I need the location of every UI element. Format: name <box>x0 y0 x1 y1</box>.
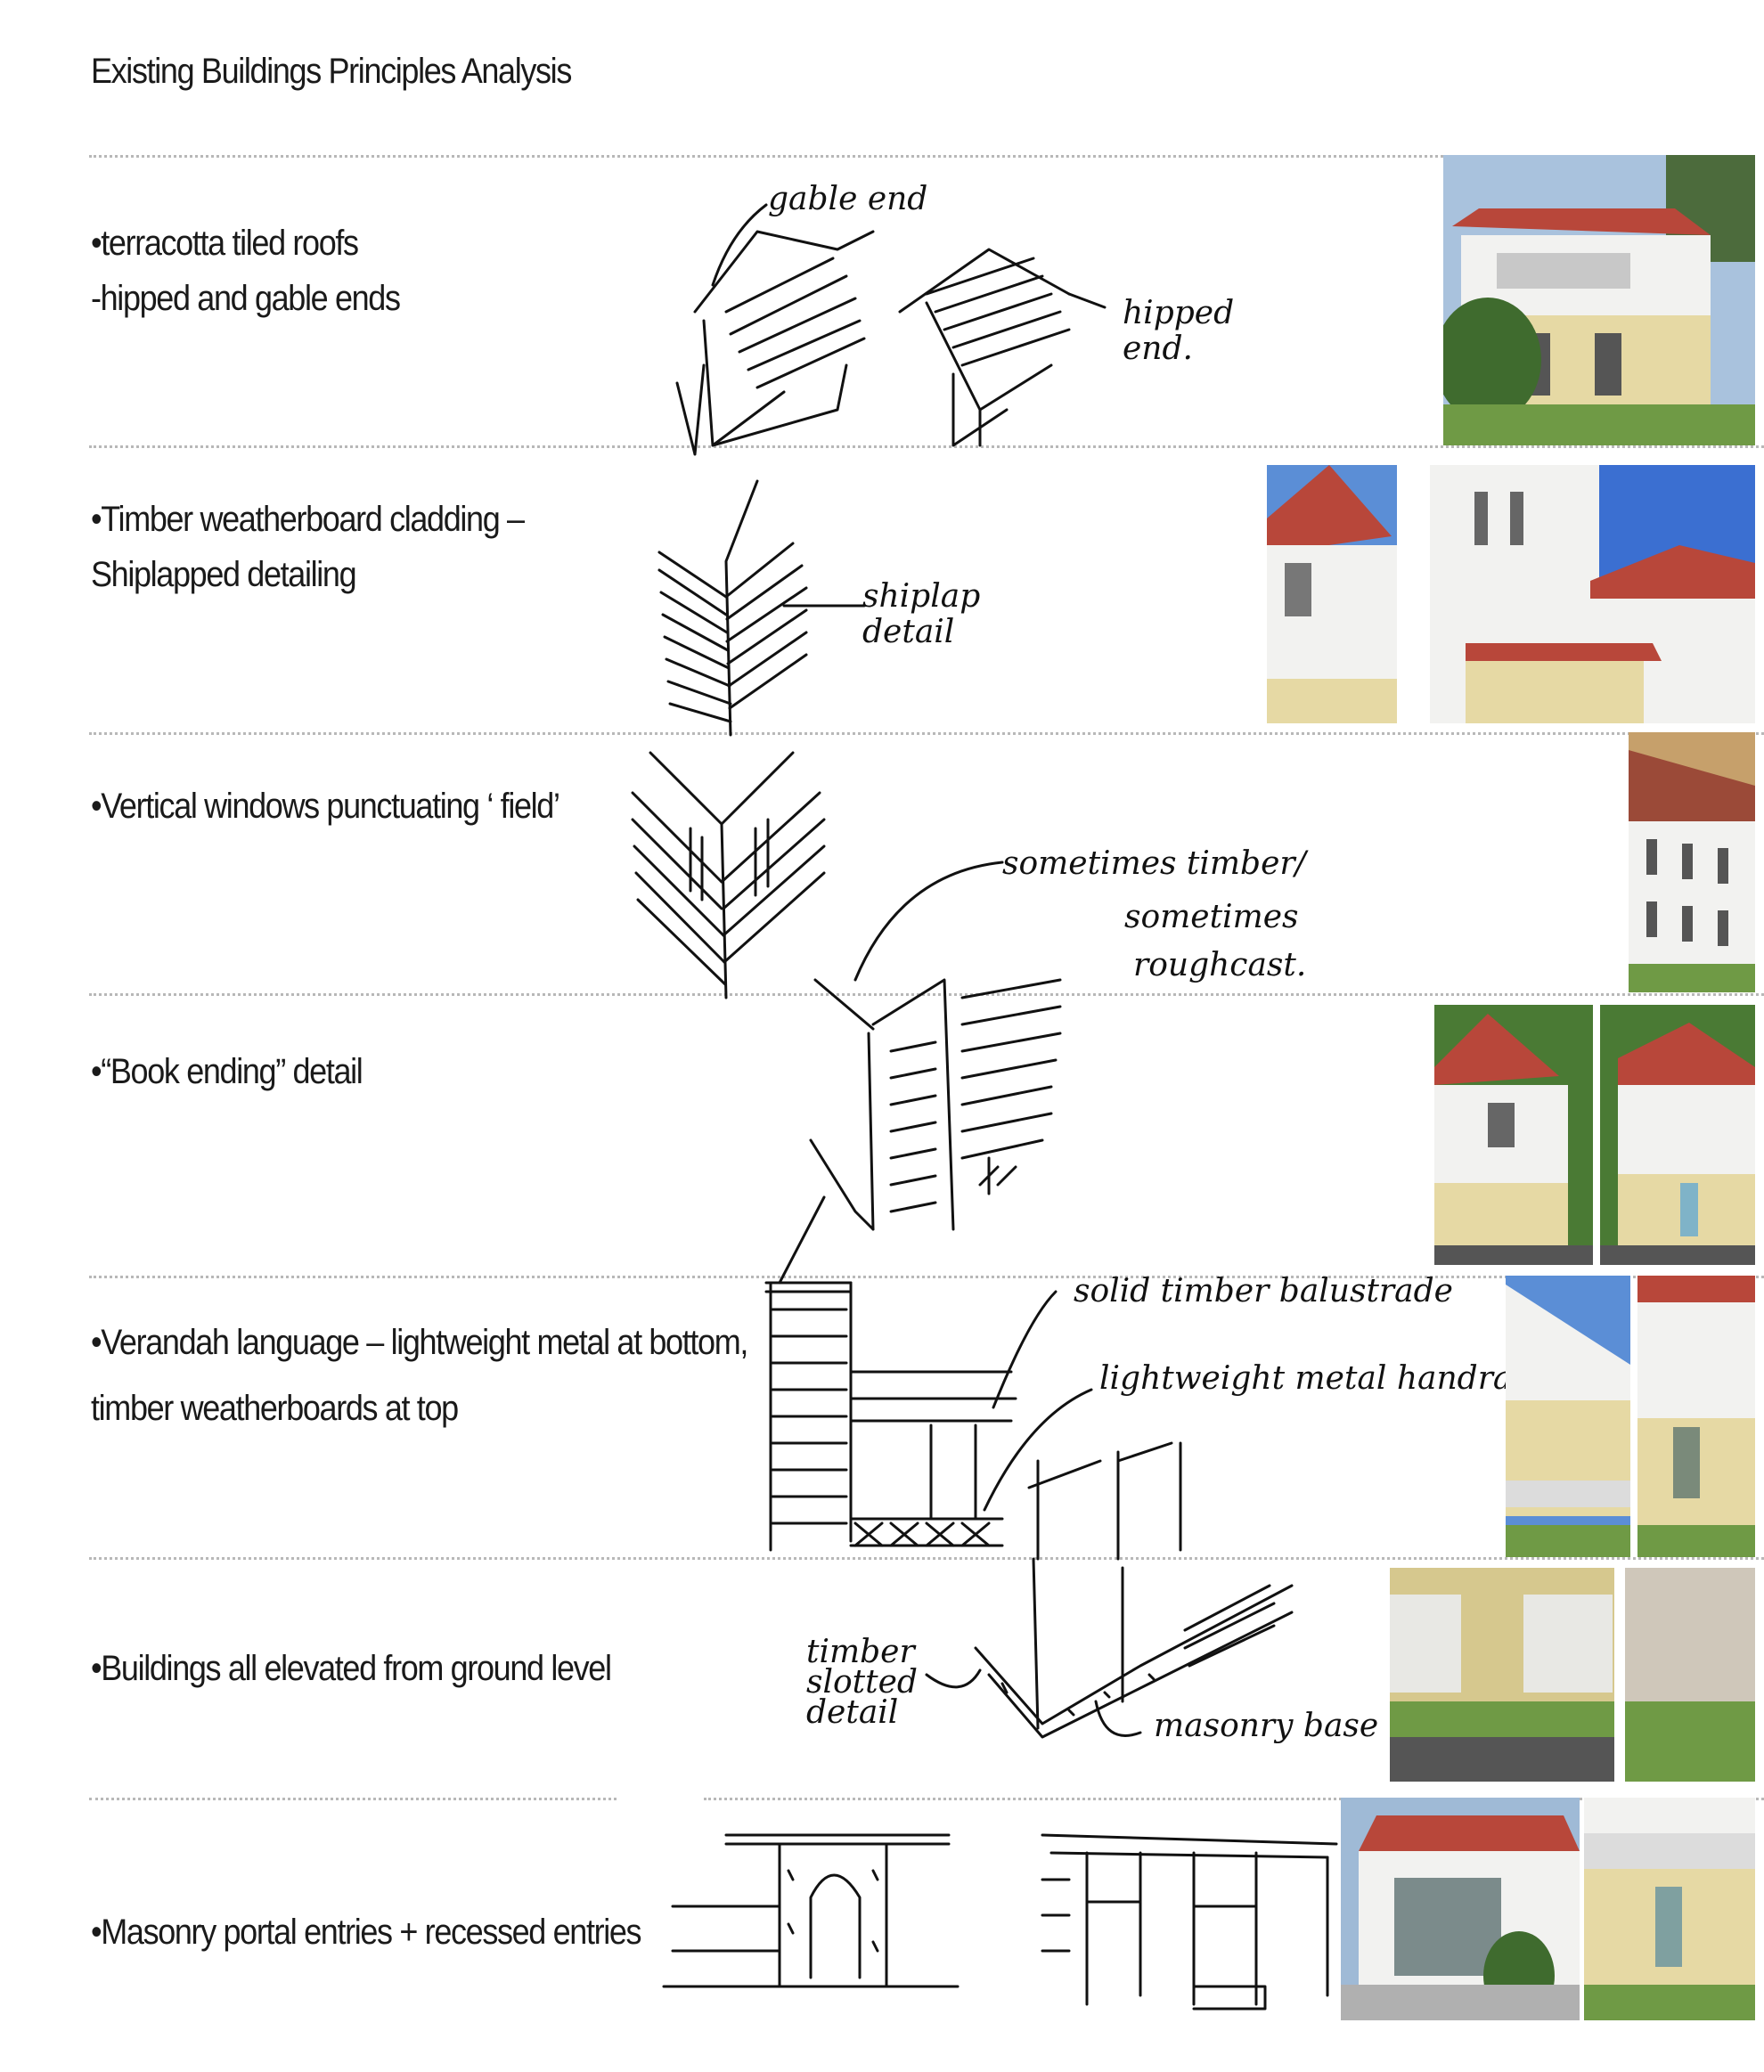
sketch-note-text: slotted <box>806 1664 918 1701</box>
page-title: Existing Buildings Principles Analysis <box>91 52 572 91</box>
sketch-note-text: timber <box>806 1634 915 1670</box>
sketch-note: sometimes timber/ <box>1002 845 1306 882</box>
windows-leader <box>846 855 1007 989</box>
principle-line: timber weatherboards at top <box>91 1389 459 1428</box>
principle-line: •Masonry portal entries + recessed entri… <box>91 1913 642 1952</box>
shiplap-leader <box>782 597 873 615</box>
principle-line: •Buildings all elevated from ground leve… <box>91 1649 612 1688</box>
principle-line: -hipped and gable ends <box>91 279 401 318</box>
photo-book-end-left <box>1434 1005 1593 1265</box>
portal-entry-sketch <box>662 1817 960 1995</box>
photo-masonry-portal <box>1341 1798 1580 2020</box>
principle-line: •terracotta tiled roofs <box>91 224 359 263</box>
sketch-note: hipped end. <box>1123 296 1234 367</box>
principle-verandah: •Verandah language – lightweight metal a… <box>91 1309 748 1441</box>
principle-masonry-entries: •Masonry portal entries + recessed entri… <box>91 1905 642 1960</box>
principle-elevated: •Buildings all elevated from ground leve… <box>91 1641 612 1696</box>
windows-sketch <box>624 739 855 1007</box>
principle-line: •Verandah language – lightweight metal a… <box>91 1323 748 1362</box>
sketch-note: solid timber balustrade <box>1074 1273 1453 1309</box>
divider <box>89 155 1443 158</box>
sketch-note: sometimes <box>1124 899 1299 935</box>
sketch-note-text: shiplap detail <box>862 578 981 650</box>
recessed-entry-sketch <box>1033 1817 1345 2022</box>
photo-two-storey-building <box>1443 155 1755 445</box>
shiplap-sketch <box>650 472 829 739</box>
principle-windows: •Vertical windows punctuating ‘ field’ <box>91 779 560 834</box>
principle-line: •Vertical windows punctuating ‘ field’ <box>91 787 560 826</box>
principle-cladding: •Timber weatherboard cladding – Shiplapp… <box>91 492 525 602</box>
photo-verandah-long <box>1506 1276 1630 1557</box>
sketch-note: timber slotted detail <box>806 1634 918 1731</box>
divider <box>89 732 1764 735</box>
sketch-note: masonry base <box>1154 1708 1379 1744</box>
divider <box>89 993 1764 996</box>
sketch-note-text: hipped end. <box>1123 295 1235 367</box>
principle-roofs: •terracotta tiled roofs -hipped and gabl… <box>91 216 401 326</box>
roof-sketch <box>659 178 1229 456</box>
photo-vertical-windows <box>1629 732 1755 992</box>
divider <box>704 1798 1764 1800</box>
divider <box>89 1798 617 1800</box>
sketch-note: gable end <box>768 181 928 217</box>
principle-line: Shiplapped detailing <box>91 555 357 594</box>
divider <box>89 1557 1764 1560</box>
divider <box>89 445 1764 448</box>
principle-line: •“Book ending” detail <box>91 1052 363 1091</box>
sketch-note: lightweight metal handrail <box>1099 1360 1533 1397</box>
verandah-sketch <box>762 1194 1225 1568</box>
sketch-note: shiplap detail <box>862 578 981 650</box>
photo-weatherboard-wing <box>1430 465 1755 723</box>
elevated-sketch <box>918 1550 1319 1755</box>
photo-book-end-right <box>1600 1005 1755 1265</box>
photo-elevated-detail <box>1625 1568 1755 1782</box>
photo-recessed-entry <box>1584 1798 1755 2020</box>
photo-gable-cladding <box>1267 465 1397 723</box>
photo-elevated-balustrade <box>1390 1568 1614 1782</box>
principle-book-ending: •“Book ending” detail <box>91 1044 363 1099</box>
photo-verandah-front <box>1637 1276 1755 1557</box>
principle-line: •Timber weatherboard cladding – <box>91 500 525 539</box>
book-ending-sketch <box>784 962 1069 1247</box>
divider <box>89 1276 1764 1278</box>
sketch-note: roughcast. <box>1133 947 1307 983</box>
sketch-note-text: detail <box>806 1694 899 1731</box>
